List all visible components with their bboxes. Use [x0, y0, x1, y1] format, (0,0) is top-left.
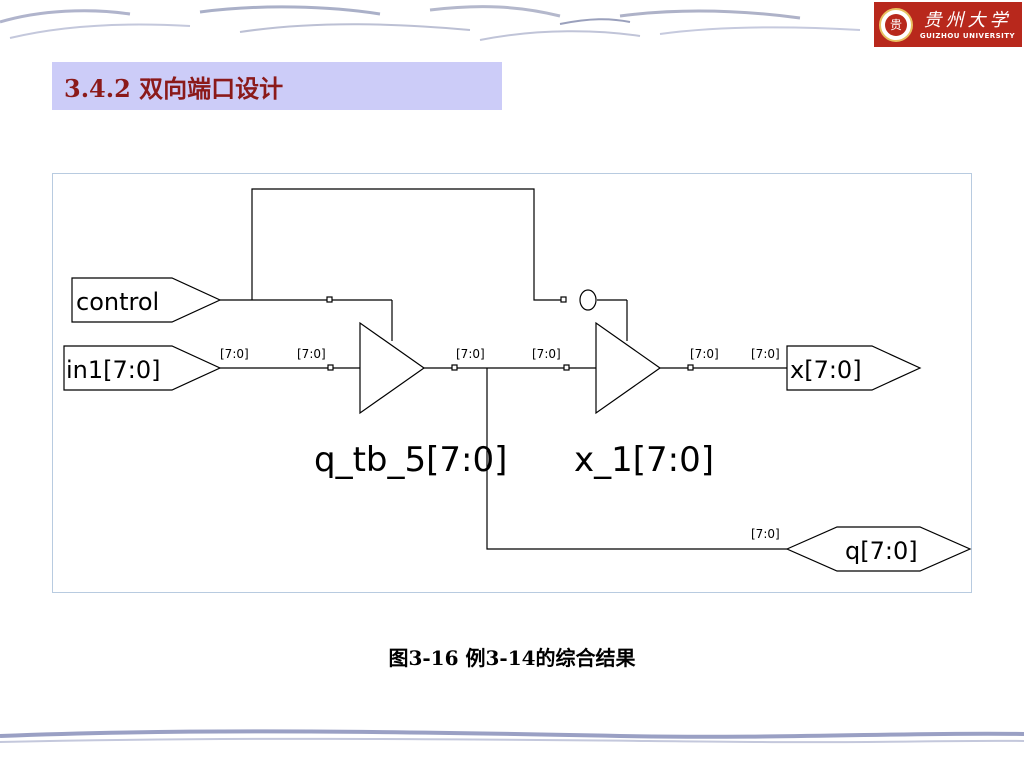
bus-label-in1: [7:0] [220, 347, 249, 361]
x-1-buffer [595, 321, 662, 415]
q-port-shape [785, 526, 972, 572]
university-seal-icon: 贵 [879, 7, 913, 42]
bus-label-x1-in: [7:0] [532, 347, 561, 361]
in1-port-shape [63, 345, 222, 391]
x-port-shape [786, 345, 922, 391]
bus-label-q-port: [7:0] [751, 527, 780, 541]
q-port-label: q[7:0] [845, 537, 918, 565]
bus-label-x1-out: [7:0] [690, 347, 719, 361]
bus-label-qtb-out: [7:0] [456, 347, 485, 361]
x-1-instance-label: x_1[7:0] [574, 440, 714, 480]
control-port-shape [71, 277, 222, 323]
q-tb-instance-label: q_tb_5[7:0] [314, 440, 507, 480]
section-title-text: 3.4.2 双向端口设计 [64, 73, 284, 103]
section-title: 3.4.2 双向端口设计 [52, 62, 502, 110]
wire-control-loop [251, 188, 562, 301]
university-name-cn: 贵州大学 [923, 9, 1012, 31]
q-tb-buffer [359, 321, 426, 415]
control-port-label: control [76, 288, 159, 316]
inverter-bubble [579, 289, 597, 311]
header-decoration [0, 5, 861, 41]
in1-port-label: in1[7:0] [66, 356, 161, 384]
x-port-label: x[7:0] [790, 356, 862, 384]
bus-label-qtb-in: [7:0] [297, 347, 326, 361]
university-logo: 贵 贵州大学 GUIZHOU UNIVERSITY [874, 2, 1022, 47]
wire-q-bidir [486, 368, 787, 550]
figure-caption: 图3-16 例3-14的综合结果 [388, 646, 636, 670]
footer-decoration [0, 729, 1024, 744]
bus-label-x-port: [7:0] [751, 347, 780, 361]
schematic-diagram: control in1[7:0] x[7:0] q[7:0] [7:0] [7:… [63, 188, 972, 572]
university-name-en: GUIZHOU UNIVERSITY [919, 31, 1016, 40]
